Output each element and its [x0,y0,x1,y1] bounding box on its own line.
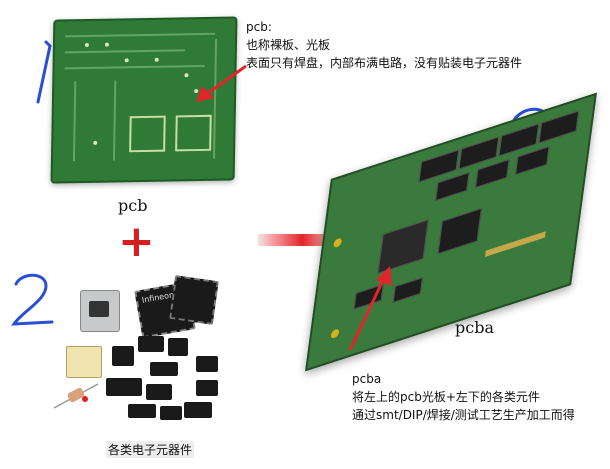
soic-chip-5 [150,362,178,376]
soic-chip-10 [160,406,182,420]
pcba-caption: pcba [455,318,494,337]
transformer [66,346,102,378]
qfn-chip [169,275,219,325]
pcba-note-line1: 将左上的pcb光板+左下的各类元件 [352,390,540,404]
handwritten-number-1 [36,40,52,104]
pcb-caption: pcb [118,196,148,215]
soic-chip-3 [168,338,188,356]
soic-chip-7 [146,384,172,400]
pcba-note: pcba 将左上的pcb光板+左下的各类元件 通过smt/DIP/焊接/测试工艺… [352,370,575,424]
soic-chip-9 [128,404,156,418]
pcb-note-title: pcb: [246,20,272,34]
soic-chip-6 [106,378,142,396]
soic-chip-4 [196,356,218,372]
pcba-pointer-arrow [348,266,392,351]
soic-chip-11 [184,402,212,418]
soic-chip-8 [196,380,218,396]
pcb-note: pcb: 也称裸板、光板 表面只有焊盘，内部布满电路，没有贴装电子元器件 [246,18,522,72]
pcba-note-line2: 通过smt/DIP/焊接/测试工艺生产加工而得 [352,408,575,422]
soic-chip-2 [138,336,164,352]
pcb-note-line2: 表面只有焊盘，内部布满电路，没有贴装电子元器件 [246,56,523,70]
soic-chip-1 [112,346,134,366]
pcb-note-line1: 也称裸板、光板 [246,38,331,52]
rj45-connector [80,290,120,332]
pcba-note-title: pcba [352,372,382,386]
led [82,396,88,402]
components-caption: 各类电子元器件 [106,441,195,458]
resistor [53,383,99,409]
plus-sign: + [118,216,155,267]
pcb-pointer-arrow [196,64,247,102]
handwritten-number-2-left [11,273,54,326]
